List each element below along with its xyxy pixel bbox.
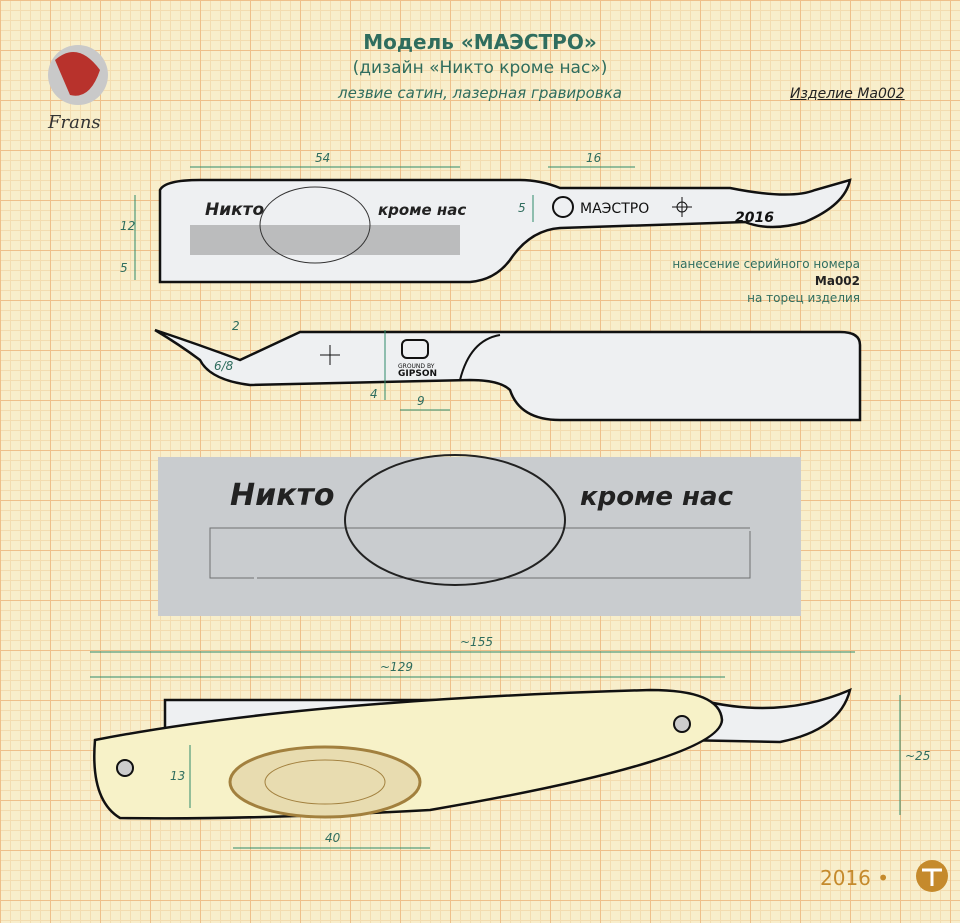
year-engraving: 2016 xyxy=(735,210,774,226)
engraving-left-text: Никто xyxy=(205,200,265,220)
page-title: Модель «МАЭСТРО» xyxy=(363,30,597,54)
maker-mark-bottom: GIPSON xyxy=(398,369,437,379)
dimensions: 54 16 12 5 5 2 6/8 4 9 ~155 ~129 ~25 13 … xyxy=(90,151,930,849)
serial-note-line1: нанесение серийного номера xyxy=(672,257,860,271)
dim-129: ~129 xyxy=(380,660,413,674)
dim-40: 40 xyxy=(325,831,341,845)
dim-25: ~25 xyxy=(905,749,930,763)
pivot-mark-icon xyxy=(672,197,692,217)
blade-back-view: GROUND BY GIPSON xyxy=(154,328,862,422)
panel-left-text: Никто xyxy=(230,478,335,513)
parachute-engraving xyxy=(259,186,371,264)
serial-note-line2: на торец изделия xyxy=(747,291,860,305)
footer-year: 2016 • xyxy=(820,866,890,890)
dim-6-8: 6/8 xyxy=(214,359,234,373)
brand-logo-icon xyxy=(552,196,574,218)
item-number: Изделие Ма002 xyxy=(790,86,905,102)
dim-5a: 5 xyxy=(120,261,128,275)
dim-16: 16 xyxy=(586,151,602,165)
author-mark-icon xyxy=(916,860,948,892)
dim-54: 54 xyxy=(315,151,330,165)
engraving-right-text: кроме нас xyxy=(378,201,466,219)
serial-note: нанесение серийного номера Ма002 на торец… xyxy=(640,256,860,307)
maker-mark-icon xyxy=(401,339,429,359)
design-subtitle: (дизайн «Никто кроме нас») xyxy=(352,58,608,78)
engraving-horizon xyxy=(190,225,460,255)
handle-emblem xyxy=(228,745,422,819)
dim-9: 9 xyxy=(417,394,425,408)
panel-right-text: кроме нас xyxy=(580,482,734,512)
finish-note: лезвие сатин, лазерная гравировка xyxy=(338,84,622,102)
maker-mark-top: GROUND BY xyxy=(398,363,435,370)
dim-5b: 5 xyxy=(518,201,526,215)
logo-text: Frans xyxy=(47,112,101,133)
dim-2: 2 xyxy=(232,319,240,333)
dim-155: ~155 xyxy=(460,635,493,649)
dim-13: 13 xyxy=(170,769,185,783)
logo: Frans xyxy=(47,45,108,133)
pivot-mark-icon xyxy=(320,345,340,365)
blade-front-view: Никто кроме нас МАЭСТРО 2016 xyxy=(158,178,852,284)
closed-razor-view xyxy=(93,687,852,820)
brand-text: МАЭСТРО xyxy=(580,201,649,217)
engraving-panel: Никто кроме нас xyxy=(158,454,801,616)
serial-code: Ма002 xyxy=(814,274,860,288)
dim-4: 4 xyxy=(370,387,378,401)
dim-12: 12 xyxy=(120,219,135,233)
